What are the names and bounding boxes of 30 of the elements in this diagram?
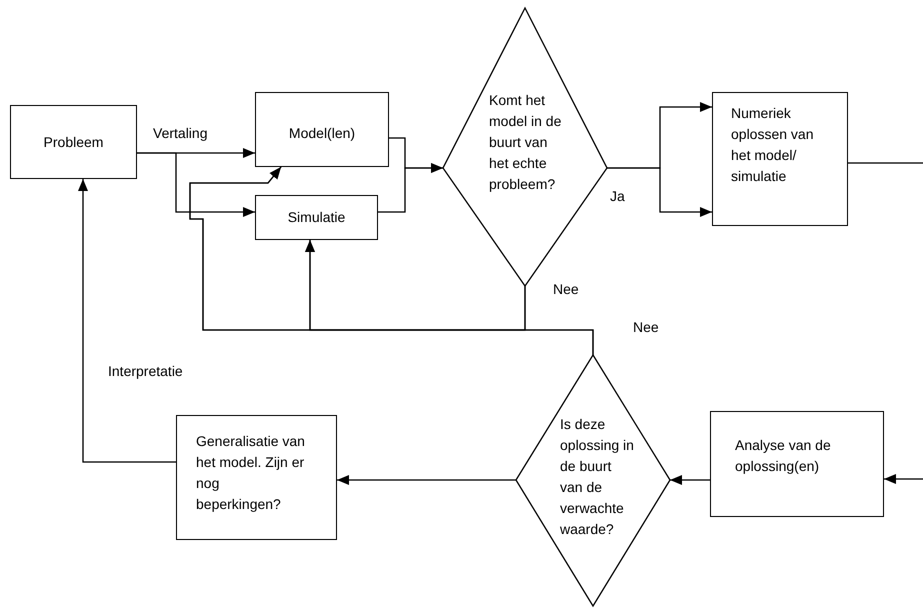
edge-label: Vertaling [152, 125, 208, 141]
arrow [305, 240, 594, 355]
arrow [137, 152, 255, 217]
arrow [884, 474, 923, 484]
edge-label: Interpretatie [107, 363, 184, 379]
node-text: Komt het model in de buurt van het echte probleem? [489, 91, 562, 194]
node-text: Simulatie [286, 208, 346, 227]
process-box [176, 415, 337, 540]
edge-label: Ja [609, 188, 626, 204]
arrow [378, 163, 443, 213]
node-text: Analyse van de oplossing(en) [735, 436, 832, 476]
arrow [78, 179, 176, 463]
node-text: Generalisatie van het model. Zijn er nog beperkingen? [196, 432, 306, 514]
arrow [607, 167, 712, 217]
process-box [710, 411, 884, 517]
node-text: Is deze oplossing in de buurt van de verwachte waarde? [560, 415, 635, 539]
node-text: Probleem [42, 133, 104, 152]
process-box [712, 92, 848, 226]
arrow [337, 475, 516, 485]
node-text: Numeriek oplossen van het model/ simulatie [731, 104, 815, 186]
connector-line [848, 162, 923, 164]
process-box [255, 195, 378, 240]
arrow [670, 475, 710, 485]
process-box [10, 105, 137, 179]
decision-diamond [516, 355, 670, 606]
node-text: Model(len) [288, 124, 356, 143]
decision-diamond [443, 8, 607, 286]
edge-label: Nee [552, 281, 580, 297]
process-box [255, 92, 389, 167]
edge-label: Nee [632, 319, 660, 335]
